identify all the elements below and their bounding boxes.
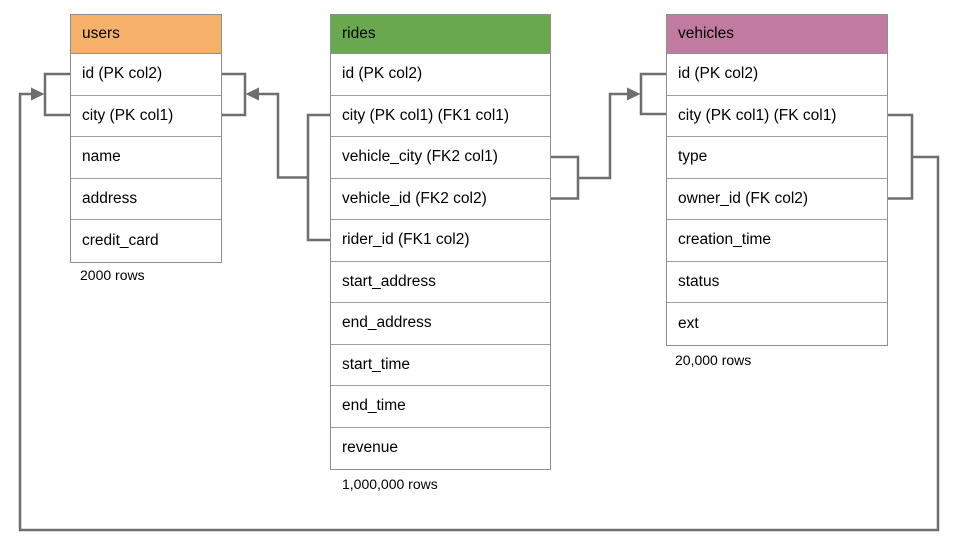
fk1-stem bbox=[250, 92, 308, 179]
table-row: start_time bbox=[331, 344, 550, 386]
users-left-bracket bbox=[43, 72, 70, 117]
users-right-bracket bbox=[221, 72, 247, 117]
arrowhead-outer-to-users-icon bbox=[31, 87, 45, 101]
table-row: ext bbox=[667, 303, 887, 345]
table-rides: rides id (PK col2)city (PK col1) (FK1 co… bbox=[330, 14, 551, 470]
table-row: owner_id (FK col2) bbox=[667, 178, 887, 220]
table-row: city (PK col1) (FK col1) bbox=[667, 95, 887, 137]
table-row: end_time bbox=[331, 386, 550, 428]
rides-left-bracket bbox=[306, 113, 330, 242]
rides-right-bracket bbox=[551, 155, 580, 200]
table-row: rider_id (FK1 col2) bbox=[331, 220, 550, 262]
table-row: start_address bbox=[331, 261, 550, 303]
table-users-header: users bbox=[71, 15, 221, 54]
table-row: type bbox=[667, 137, 887, 179]
users-row-count-label: 2000 rows bbox=[80, 267, 145, 283]
table-row: address bbox=[71, 178, 221, 220]
arrowhead-to-vehicles-icon bbox=[627, 87, 641, 101]
table-vehicles: vehicles id (PK col2)city (PK col1) (FK … bbox=[666, 14, 888, 346]
arrowhead-to-users-icon bbox=[245, 87, 259, 101]
fk-rides-vehicles-connector bbox=[551, 72, 666, 200]
table-row: creation_time bbox=[667, 220, 887, 262]
table-row: revenue bbox=[331, 427, 550, 469]
table-row: id (PK col2) bbox=[71, 54, 221, 96]
table-rides-header: rides bbox=[331, 15, 550, 54]
vehicles-left-bracket bbox=[639, 72, 666, 116]
table-row: vehicle_id (FK2 col2) bbox=[331, 178, 550, 220]
table-vehicles-header: vehicles bbox=[667, 15, 887, 54]
table-row: status bbox=[667, 261, 887, 303]
table-rides-columns: id (PK col2)city (PK col1) (FK1 col1)veh… bbox=[331, 54, 550, 469]
table-row: end_address bbox=[331, 303, 550, 345]
rides-row-count-label: 1,000,000 rows bbox=[342, 476, 438, 492]
fk2-stem bbox=[578, 92, 636, 180]
vehicles-row-count-label: 20,000 rows bbox=[675, 352, 752, 368]
table-row: city (PK col1) (FK1 col1) bbox=[331, 95, 550, 137]
table-vehicles-columns: id (PK col2)city (PK col1) (FK col1)type… bbox=[667, 54, 887, 345]
vehicles-right-bracket bbox=[888, 113, 914, 200]
table-row: vehicle_city (FK2 col1) bbox=[331, 137, 550, 179]
fk-rides-users-connector bbox=[221, 72, 330, 242]
table-row: id (PK col2) bbox=[331, 54, 550, 96]
table-row: id (PK col2) bbox=[667, 54, 887, 96]
table-row: city (PK col1) bbox=[71, 95, 221, 137]
table-row: name bbox=[71, 137, 221, 179]
table-row: credit_card bbox=[71, 220, 221, 262]
